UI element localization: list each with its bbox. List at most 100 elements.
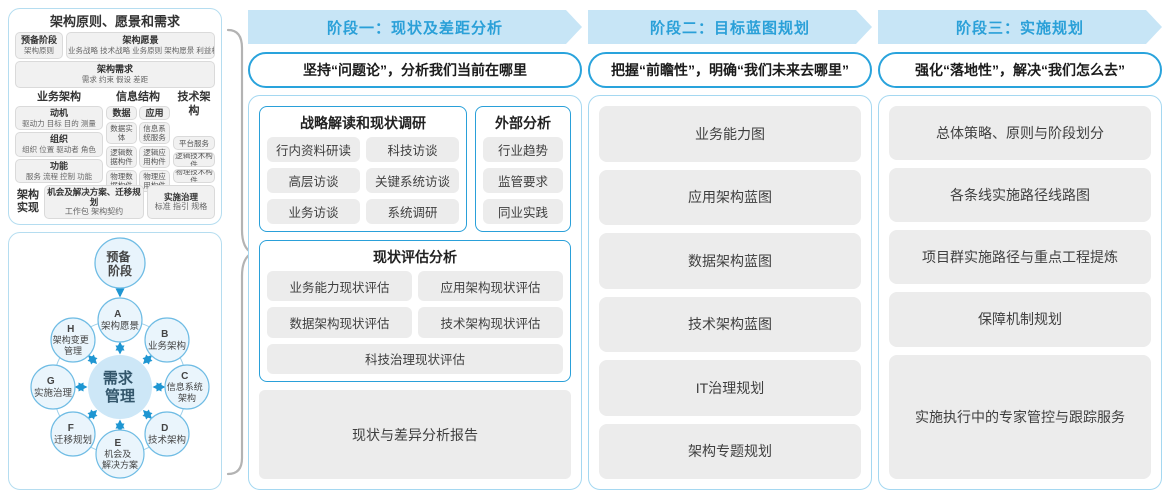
list-item: 高层访谈 [267, 168, 360, 193]
node-b-text: B 业务架构 [148, 324, 186, 352]
list-item: 数据架构现状评估 [267, 307, 412, 338]
list-item: 同业实践 [483, 199, 563, 224]
node-h-circle [50, 317, 96, 363]
list-item: 总体策略、原则与阶段划分 [889, 106, 1151, 161]
list-item: 数据架构蓝图 [599, 233, 861, 289]
list-item: 保障机制规划 [889, 292, 1151, 347]
implementation-label: 架构实现 [17, 189, 39, 214]
node-e-circle [95, 429, 145, 479]
data-entity-box: 数据实体 [106, 122, 137, 144]
requirements-hub-text: 需求 管理 [103, 369, 137, 405]
application-subcolumn: 应用 信息系统服务 逻辑应用构件 物理应用构件 [139, 106, 170, 192]
phase-3-banner: 阶段三：实施规划 [878, 10, 1162, 44]
prep-phase-box: 预备阶段 架构原则 [15, 32, 63, 59]
function-box: 功能 服务 流程 控制 功能 [15, 158, 103, 183]
requirements-hub-circle [88, 355, 152, 419]
adm-cycle-panel: 预备 阶段 需求 管理 A 架构愿景 B 业务架构 [8, 232, 222, 490]
phase-2-column: 阶段二：目标蓝图规划 把握“前瞻性”，明确“我们未来去哪里” 业务能力图 应用架… [588, 0, 872, 499]
phase-2-banner: 阶段二：目标蓝图规划 [588, 10, 872, 44]
phase-2-subtitle: 把握“前瞻性”，明确“我们未来去哪里” [588, 52, 872, 88]
strategy-research-title: 战略解读和现状调研 [300, 115, 426, 131]
node-c-text: C 信息系统 架构 [167, 366, 207, 403]
info-system-service-box: 信息系统服务 [139, 122, 170, 144]
cycle-nodes: A 架构愿景 B 业务架构 C 信息系统 架构 D 技术架构 [30, 297, 210, 479]
architecture-principles-panel: 架构原则、愿景和需求 预备阶段 架构原则 架构愿景 业务战略 技术战略 业务原则… [8, 8, 222, 225]
list-item: 业务访谈 [267, 199, 360, 224]
node-g-text: G 实施治理 [34, 371, 73, 399]
node-a-text: A 架构愿景 [101, 304, 139, 332]
list-item: 应用架构现状评估 [418, 271, 563, 302]
information-structure-header: 信息结构 [116, 91, 160, 103]
phase-1-subtitle: 坚持“问题论”，分析我们当前在哪里 [248, 52, 582, 88]
application-header: 应用 [139, 106, 170, 120]
architecture-requirements-box: 架构需求 需求 约束 假设 差距 [15, 61, 215, 88]
gap-analysis-report-box: 现状与差异分析报告 [259, 390, 571, 479]
requirements-title: 架构需求 [96, 64, 133, 74]
business-architecture-column: 业务架构 动机 驱动力 目标 目的 测量 组织 组织 位置 驱动者 角色 功能 … [15, 90, 103, 183]
phase-3-subtitle: 强化“落地性”，解决“我们怎么去” [878, 52, 1162, 88]
logical-app-box: 逻辑应用构件 [139, 146, 170, 168]
adm-cycle-svg: 预备 阶段 需求 管理 A 架构愿景 B 业务架构 [30, 237, 210, 479]
logical-data-box: 逻辑数据构件 [106, 146, 137, 168]
list-item: 应用架构蓝图 [599, 169, 861, 225]
phase-2-content: 业务能力图 应用架构蓝图 数据架构蓝图 技术架构蓝图 IT治理规划 架构专题规划 [588, 95, 872, 490]
list-item: 科技治理现状评估 [267, 343, 563, 374]
prep-phase-sub: 架构原则 [24, 46, 54, 55]
list-item: 监管要求 [483, 168, 563, 193]
technical-architecture-column: 技术架构 平台服务 逻辑技术构件 物理技术构件 [173, 90, 215, 183]
motivation-box: 动机 驱动力 目标 目的 测量 [15, 106, 103, 131]
list-item: IT治理规划 [599, 360, 861, 416]
strategy-research-group: 战略解读和现状调研 行内资料研读 科技访谈 高层访谈 关键系统访谈 业务访谈 系… [259, 106, 467, 232]
list-item: 项目群实施路径与重点工程提炼 [889, 230, 1151, 285]
vision-title: 架构愿景 [122, 35, 159, 45]
phase-3-column: 阶段三：实施规划 强化“落地性”，解决“我们怎么去” 总体策略、原则与阶段划分 … [878, 0, 1162, 499]
node-b-circle [144, 317, 190, 363]
panel-title: 架构原则、愿景和需求 [49, 14, 180, 29]
phase-3-content: 总体策略、原则与阶段划分 各条线实施路径线路图 项目群实施路径与重点工程提炼 保… [878, 95, 1162, 490]
node-e-text: E 机会及 解决方案 [102, 433, 138, 470]
list-item: 业务能力图 [599, 106, 861, 162]
implementation-governance-box: 实施治理 标准 指引 规格 [147, 185, 215, 219]
architecture-columns: 业务架构 动机 驱动力 目标 目的 测量 组织 组织 位置 驱动者 角色 功能 … [15, 90, 215, 192]
list-item: 行内资料研读 [267, 137, 360, 162]
list-item: 技术架构蓝图 [599, 296, 861, 352]
node-f-text: F 迁移规划 [54, 418, 92, 446]
list-item: 实施执行中的专家管控与跟踪服务 [889, 354, 1151, 479]
business-architecture-header: 业务架构 [37, 91, 81, 103]
status-evaluation-group: 现状评估分析 业务能力现状评估 应用架构现状评估 数据架构现状评估 技术架构现状… [259, 240, 571, 382]
prep-vision-row: 预备阶段 架构原则 架构愿景 业务战略 技术战略 业务原则 架构愿景 利益相关者 [15, 32, 215, 59]
node-g-circle [30, 364, 76, 410]
hub-arrows [74, 341, 166, 433]
list-item: 各条线实施路径线路图 [889, 168, 1151, 223]
phase-1-column: 阶段一：现状及差距分析 坚持“问题论”，分析我们当前在哪里 战略解读和现状调研 … [248, 0, 582, 499]
requirements-sub: 需求 约束 假设 差距 [81, 75, 149, 84]
node-d-circle [144, 411, 190, 457]
phase-1-content: 战略解读和现状调研 行内资料研读 科技访谈 高层访谈 关键系统访谈 业务访谈 系… [248, 95, 582, 490]
status-evaluation-title: 现状评估分析 [373, 249, 457, 265]
list-item: 业务能力现状评估 [267, 271, 412, 302]
list-item: 行业趋势 [483, 137, 563, 162]
list-item: 架构专题规划 [599, 423, 861, 479]
technical-architecture-header: 技术架构 [177, 91, 211, 117]
platform-service-box: 平台服务 [173, 136, 215, 151]
node-h-text: H 架构变更 管理 [53, 319, 93, 356]
prep-phase-title: 预备阶段 [20, 35, 57, 45]
architecture-implementation-row: 架构实现 机会及解决方案、迁移规划 工作包 架构契约 实施治理 标准 指引 规格 [15, 185, 215, 219]
list-item: 系统调研 [366, 199, 459, 224]
node-a-circle [97, 297, 143, 343]
phase-1-banner: 阶段一：现状及差距分析 [248, 10, 582, 44]
node-d-text: D 技术架构 [148, 418, 186, 446]
physical-tech-box: 物理技术构件 [173, 168, 215, 183]
external-analysis-group: 外部分析 行业趋势 监管要求 同业实践 [475, 106, 571, 232]
node-c-circle [164, 364, 210, 410]
logical-tech-box: 逻辑技术构件 [173, 152, 215, 167]
architecture-vision-box: 架构愿景 业务战略 技术战略 业务原则 架构愿景 利益相关者 [66, 32, 215, 59]
data-subcolumn: 数据 数据实体 逻辑数据构件 物理数据构件 [106, 106, 137, 192]
information-structure-column: 信息结构 数据 数据实体 逻辑数据构件 物理数据构件 应用 信息系统服务 逻辑应… [106, 90, 170, 192]
vision-sub: 业务战略 技术战略 业务原则 架构愿景 利益相关者 [68, 46, 214, 55]
prep-phase-text: 预备 阶段 [106, 249, 133, 278]
list-item: 关键系统访谈 [366, 168, 459, 193]
external-analysis-title: 外部分析 [495, 115, 551, 131]
list-item: 科技访谈 [366, 137, 459, 162]
